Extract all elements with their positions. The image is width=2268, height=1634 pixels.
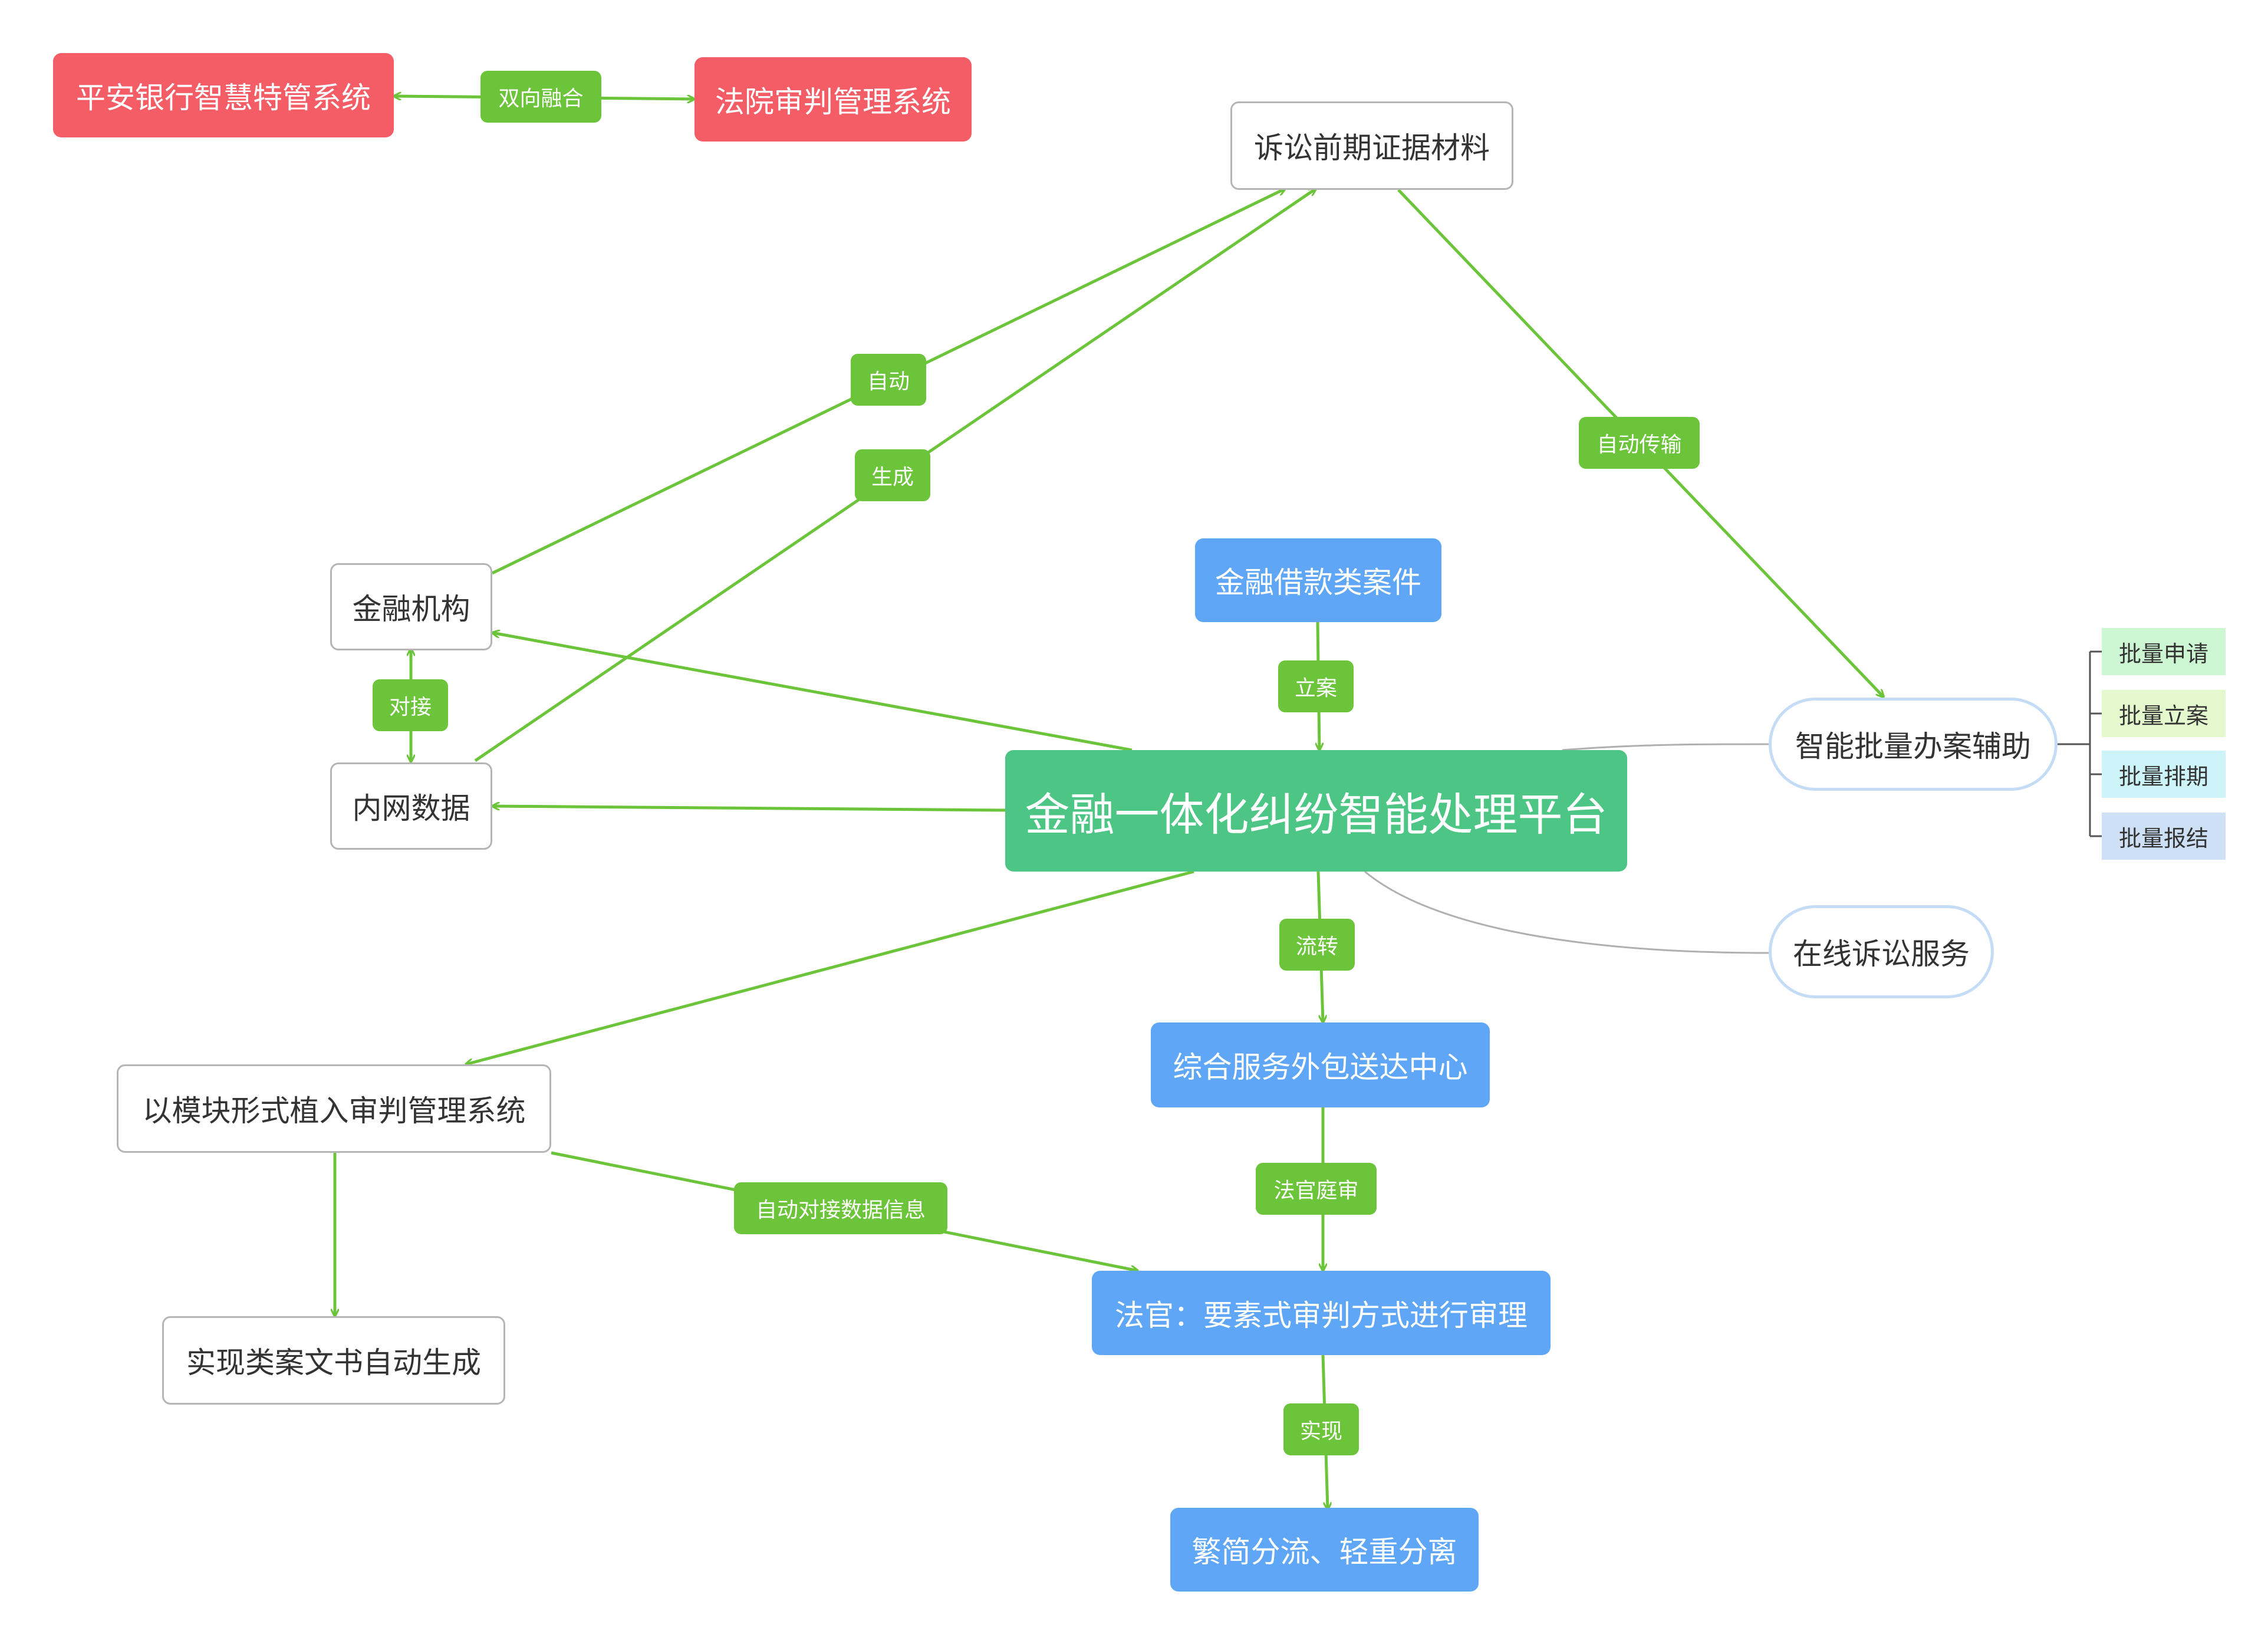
edge-label-realize: 实现	[1283, 1403, 1359, 1455]
triage-node[interactable]: 繁简分流、轻重分离	[1170, 1508, 1479, 1592]
connector-batch-tags	[2058, 650, 2102, 837]
tag-batch-filing: 批量立案	[2102, 690, 2226, 737]
financial-institution-node[interactable]: 金融机构	[330, 563, 492, 650]
tag-batch-apply: 批量申请	[2102, 628, 2226, 675]
intranet-data-node[interactable]: 内网数据	[330, 762, 492, 850]
online-service-node[interactable]: 在线诉讼服务	[1769, 905, 1994, 998]
edge-label-auto-transfer: 自动传输	[1579, 417, 1700, 469]
auto-documents-node[interactable]: 实现类案文书自动生成	[162, 1316, 505, 1405]
connector-platform-batch	[1562, 743, 1769, 751]
edge-label-filing: 立案	[1278, 660, 1354, 712]
batch-assist-node[interactable]: 智能批量办案辅助	[1769, 698, 2058, 791]
edge-platform-module	[466, 870, 1194, 1064]
module-embed-node[interactable]: 以模块形式植入审判管理系统	[117, 1064, 551, 1153]
pingan-system-node[interactable]: 平安银行智慧特管系统	[53, 53, 394, 137]
edge-label-circulation: 流转	[1279, 919, 1355, 971]
service-center-node[interactable]: 综合服务外包送达中心	[1151, 1023, 1490, 1107]
tag-batch-close: 批量报结	[2102, 813, 2226, 860]
edge-label-dock: 对接	[373, 679, 448, 731]
edge-label-generate: 生成	[855, 449, 930, 501]
edge-label-auto-dock-data: 自动对接数据信息	[734, 1182, 947, 1234]
edge-platform-intranet	[492, 806, 1006, 812]
platform-central-node[interactable]: 金融一体化纠纷智能处理平台	[1005, 750, 1627, 872]
edge-label-auto: 自动	[851, 354, 926, 406]
connector-platform-online	[1364, 870, 1769, 954]
edge-label-bidirectional: 双向融合	[480, 71, 601, 123]
judge-trial-node[interactable]: 法官：要素式审判方式进行审理	[1092, 1271, 1551, 1355]
court-system-node[interactable]: 法院审判管理系统	[694, 57, 972, 142]
pre-evidence-node[interactable]: 诉讼前期证据材料	[1230, 101, 1513, 190]
loan-cases-node[interactable]: 金融借款类案件	[1195, 538, 1441, 622]
edge-label-judge-hearing: 法官庭审	[1256, 1163, 1377, 1215]
edge-platform-institution	[492, 633, 1133, 752]
tag-batch-schedule: 批量排期	[2102, 751, 2226, 798]
